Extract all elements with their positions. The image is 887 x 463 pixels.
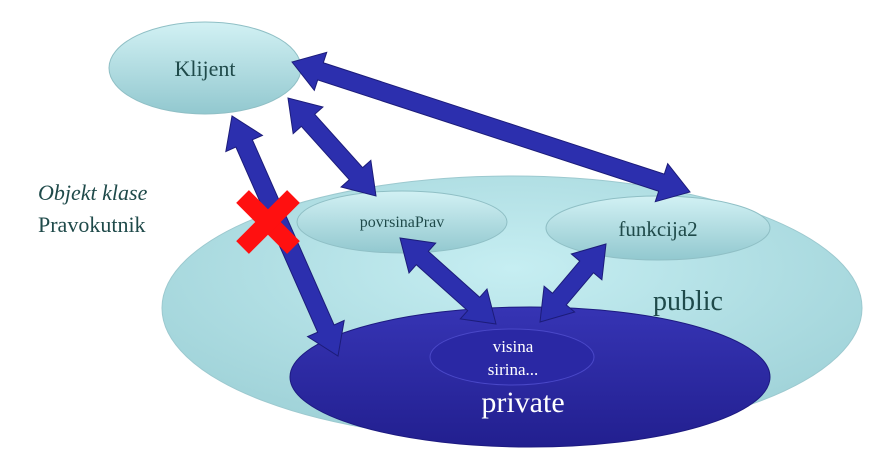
fields-line2: sirina...	[488, 360, 539, 379]
method-povrsinaprav-node[interactable]	[296, 190, 508, 254]
object-label-line2: Pravokutnik	[38, 212, 146, 237]
arrow-povrsinaprav-private	[399, 237, 497, 325]
object-label-line1: Objekt klase	[38, 180, 148, 205]
public-label: public	[653, 286, 723, 317]
denied-x-icon	[236, 190, 300, 254]
fields-node	[429, 328, 595, 386]
client-label: Klijent	[174, 56, 235, 81]
fields-line1: visina	[493, 337, 534, 356]
arrow-client-funkcija2	[291, 51, 691, 203]
arrow-client-povrsinaprav	[287, 97, 377, 197]
arrow-funkcija2-private	[539, 243, 607, 323]
private-label: private	[481, 386, 564, 419]
method1-label: povrsinaPrav	[360, 214, 444, 231]
method2-label: funkcija2	[618, 217, 697, 241]
